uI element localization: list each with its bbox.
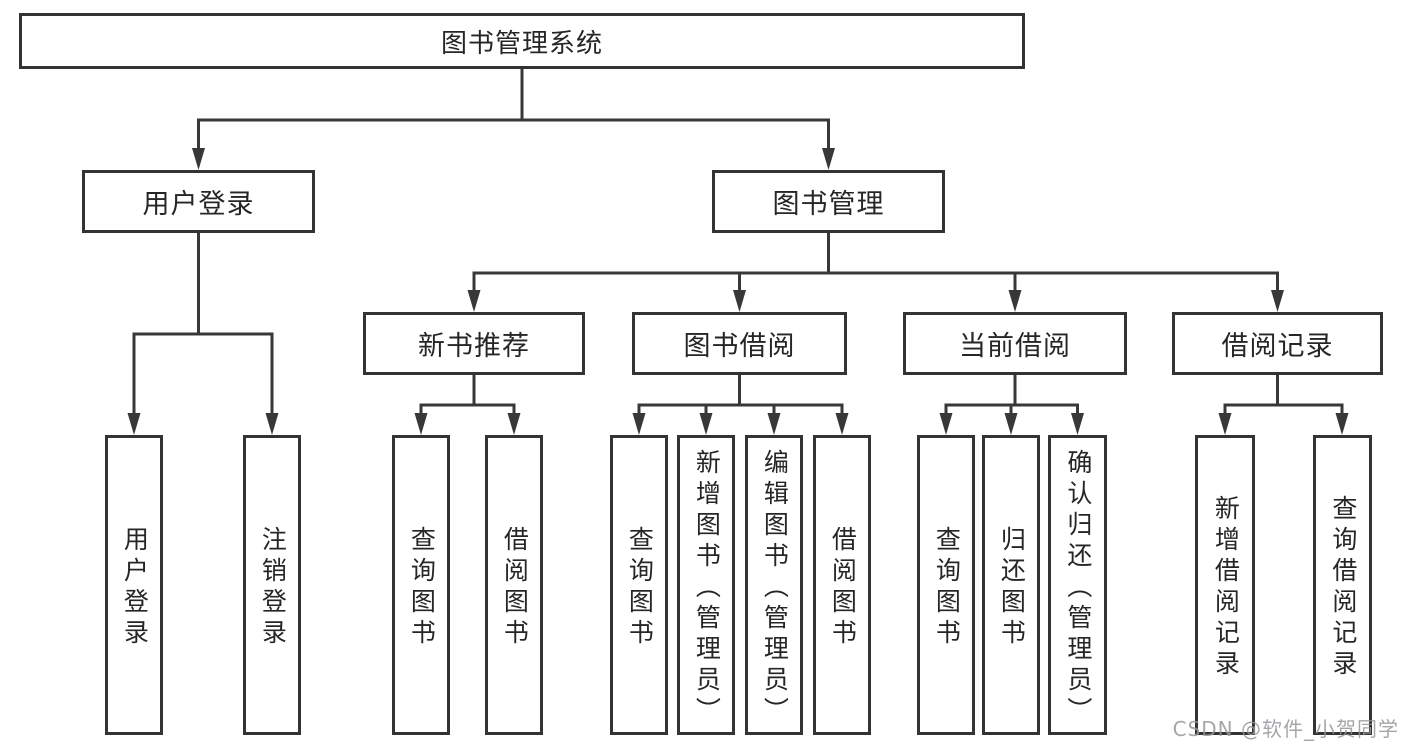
leaf-label: 新增借阅记录 — [1211, 495, 1241, 681]
leaf-query-borrowing-record: 查询借阅记录 — [1313, 435, 1372, 735]
leaf-label: 查询图书 — [625, 526, 655, 650]
leaf-label: 查询图书 — [932, 526, 962, 650]
leaf-label: 查询借阅记录 — [1328, 495, 1358, 681]
node-borrowing-records: 借阅记录 — [1172, 312, 1383, 375]
node-current-borrowing: 当前借阅 — [903, 312, 1127, 375]
leaf-borrow-books: 借阅图书 — [813, 435, 871, 735]
leaf-label: 编辑图书（管理员） — [760, 448, 790, 728]
node-new-book-recommendation: 新书推荐 — [363, 312, 585, 375]
leaf-label: 借阅图书 — [500, 526, 530, 650]
leaf-label: 确认归还（管理员） — [1063, 448, 1093, 728]
leaf-label: 归还图书 — [997, 526, 1027, 650]
node-book-management: 图书管理 — [712, 170, 945, 233]
leaf-borrow-books-recommend: 借阅图书 — [485, 435, 543, 735]
leaf-logout: 注销登录 — [243, 435, 301, 735]
node-user-login: 用户登录 — [82, 170, 315, 233]
leaf-confirm-return-admin: 确认归还（管理员） — [1048, 435, 1107, 735]
leaf-label: 借阅图书 — [828, 526, 858, 650]
csdn-watermark: CSDN @软件_小贺同学 — [1172, 717, 1399, 741]
leaf-label: 用户登录 — [120, 526, 150, 650]
leaf-user-login: 用户登录 — [105, 435, 163, 735]
leaf-add-borrowing-record: 新增借阅记录 — [1195, 435, 1255, 735]
leaf-query-books-current: 查询图书 — [917, 435, 975, 735]
leaf-label: 查询图书 — [407, 526, 437, 650]
leaf-query-books-recommend: 查询图书 — [392, 435, 450, 735]
leaf-label: 注销登录 — [258, 526, 288, 650]
leaf-add-books-admin: 新增图书（管理员） — [677, 435, 735, 735]
leaf-return-books: 归还图书 — [982, 435, 1040, 735]
leaf-edit-books-admin: 编辑图书（管理员） — [745, 435, 803, 735]
leaf-label: 新增图书（管理员） — [692, 448, 722, 728]
node-library-management-system: 图书管理系统 — [19, 13, 1025, 69]
node-book-borrowing: 图书借阅 — [632, 312, 847, 375]
leaf-query-books-borrow: 查询图书 — [610, 435, 668, 735]
